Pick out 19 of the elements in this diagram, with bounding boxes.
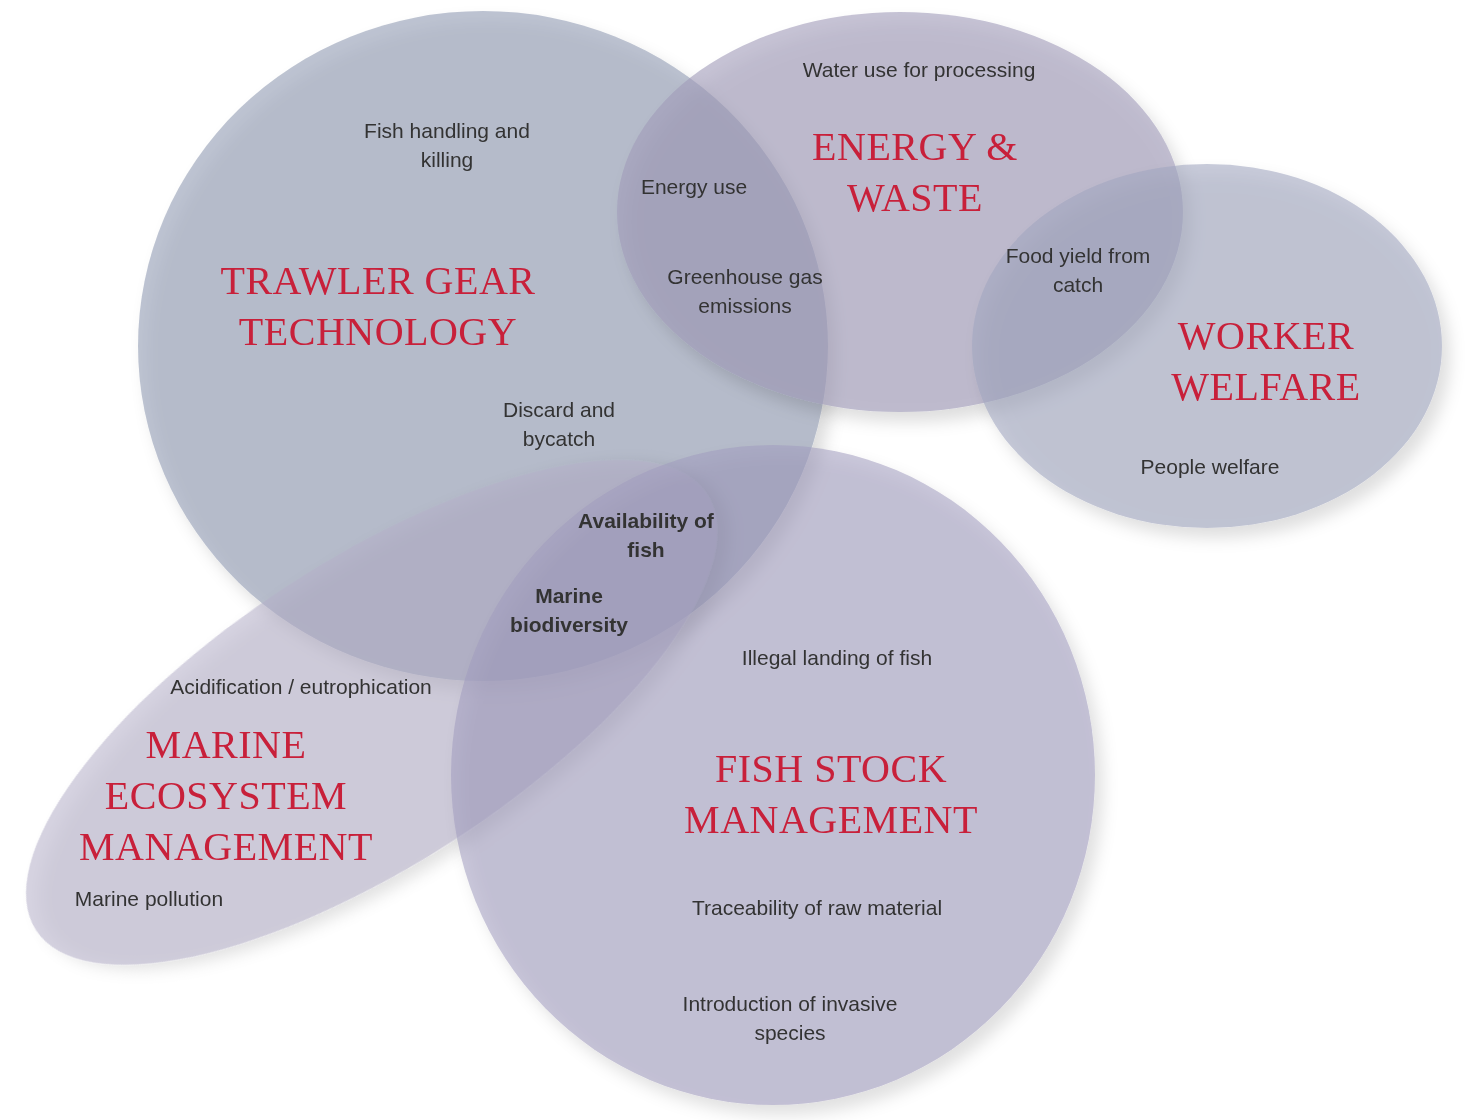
topic-label: Introduction of invasive species: [681, 991, 899, 1046]
category-heading: FISH STOCK MANAGEMENT: [683, 745, 979, 844]
topic-label: Marine biodiversity: [509, 583, 629, 638]
topic-label: Energy use: [639, 174, 749, 200]
topic-label: Discard and bycatch: [501, 397, 617, 452]
category-heading: ENERGY & WASTE: [811, 123, 1019, 222]
topic-label: People welfare: [1139, 454, 1281, 480]
category-heading: WORKER WELFARE: [1170, 312, 1362, 411]
category-heading: TRAWLER GEAR TECHNOLOGY: [219, 257, 537, 356]
topic-label: Acidification / eutrophication: [169, 674, 433, 700]
category-heading: MARINE ECOSYSTEM MANAGEMENT: [78, 721, 374, 871]
topic-label: Water use for processing: [801, 57, 1037, 83]
topic-label: Fish handling and killing: [363, 118, 531, 173]
topic-label: Food yield from catch: [1004, 243, 1152, 298]
topic-label: Illegal landing of fish: [740, 645, 934, 671]
topic-label: Marine pollution: [73, 886, 225, 912]
topic-label: Traceability of raw material: [690, 895, 944, 921]
topic-label: Availability of fish: [577, 508, 715, 563]
topic-label: Greenhouse gas emissions: [666, 264, 824, 319]
